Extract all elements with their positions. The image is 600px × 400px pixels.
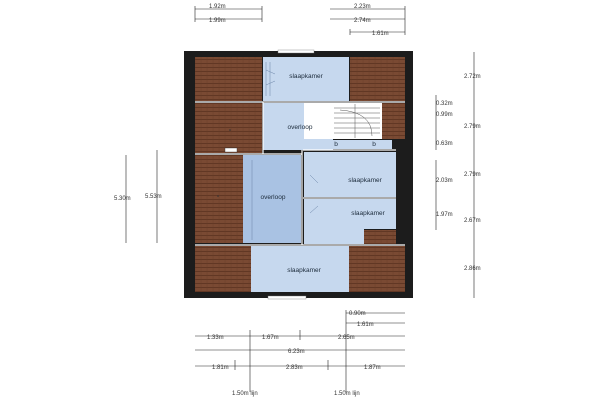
- dim-label: 5.53m: [145, 194, 162, 200]
- dim-label: 0.32m: [436, 101, 453, 107]
- dim-label: 2.83m: [286, 365, 303, 371]
- dim-label: 0.99m: [436, 112, 453, 118]
- footnote-label: 1.50m lijn: [334, 391, 360, 397]
- doors: [251, 62, 319, 240]
- marker-dot: [229, 129, 231, 131]
- roof-zone-mid-left: [195, 103, 262, 153]
- stairs: [334, 104, 380, 138]
- dim-label: 1.87m: [364, 365, 381, 371]
- dim-label: 1.67m: [262, 335, 279, 341]
- radiator: [224, 147, 238, 153]
- dim-label: 1.97m: [436, 212, 453, 218]
- roof-zone-small: [364, 230, 396, 244]
- room-label: slaapkamer: [287, 267, 321, 274]
- room-bottom-bedroom: [251, 246, 349, 292]
- window-top: [277, 49, 315, 54]
- room-right-bedroom: [304, 199, 396, 229]
- stair-area: [304, 103, 382, 139]
- dim-label: 1.92m: [209, 4, 226, 10]
- room-mid-bedroom: [304, 152, 396, 197]
- room-label: slaapkamer: [289, 73, 323, 80]
- roof-zone-top-right: [350, 57, 405, 101]
- room-label: slaapkamer: [348, 177, 382, 184]
- roof-zone-bottom-left: [195, 246, 251, 292]
- room-label: b: [372, 141, 376, 148]
- dim-label: 2.79m: [464, 124, 481, 130]
- dim-label: 0.90m: [349, 311, 366, 317]
- dim-label: 2.72m: [464, 74, 481, 80]
- dim-label: 2.03m: [436, 178, 453, 184]
- roof-zone-bottom-right: [349, 246, 405, 292]
- dim-label: 1.61m: [357, 322, 374, 328]
- roof-zone-top-left: [195, 57, 262, 101]
- dim-label: 1.99m: [209, 18, 226, 24]
- room-label: overloop: [288, 124, 313, 131]
- room-label: b: [334, 141, 338, 148]
- window-bottom: [267, 295, 307, 300]
- dimension-lines: [125, 6, 475, 392]
- dim-label: 1.61m: [372, 31, 389, 37]
- dim-label: 6.23m: [288, 349, 305, 355]
- dim-label: 5.30m: [114, 196, 131, 202]
- marker-dot: [217, 195, 219, 197]
- dim-label: 2.74m: [354, 18, 371, 24]
- footnote-label: 1.50m lijn: [232, 391, 258, 397]
- dim-label: 2.23m: [354, 4, 371, 10]
- room-label: overloop: [261, 194, 286, 201]
- dim-label: 1.81m: [212, 365, 229, 371]
- dim-label: 2.65m: [338, 335, 355, 341]
- room-mid-landing: [243, 155, 301, 243]
- roof-zone-mid-right: [382, 103, 405, 139]
- dim-label: 2.86m: [464, 266, 481, 272]
- room-label: slaapkamer: [351, 210, 385, 217]
- interior-walls: [195, 101, 405, 246]
- room-top-bedroom: [263, 57, 349, 101]
- dim-label: 0.63m: [436, 141, 453, 147]
- roof-zone-left: [195, 155, 243, 243]
- dim-label: 1.33m: [207, 335, 224, 341]
- dim-label: 2.67m: [464, 218, 481, 224]
- storage-strip: [304, 140, 392, 149]
- dim-label: 2.79m: [464, 172, 481, 178]
- room-right-bedroom-ext: [304, 229, 364, 244]
